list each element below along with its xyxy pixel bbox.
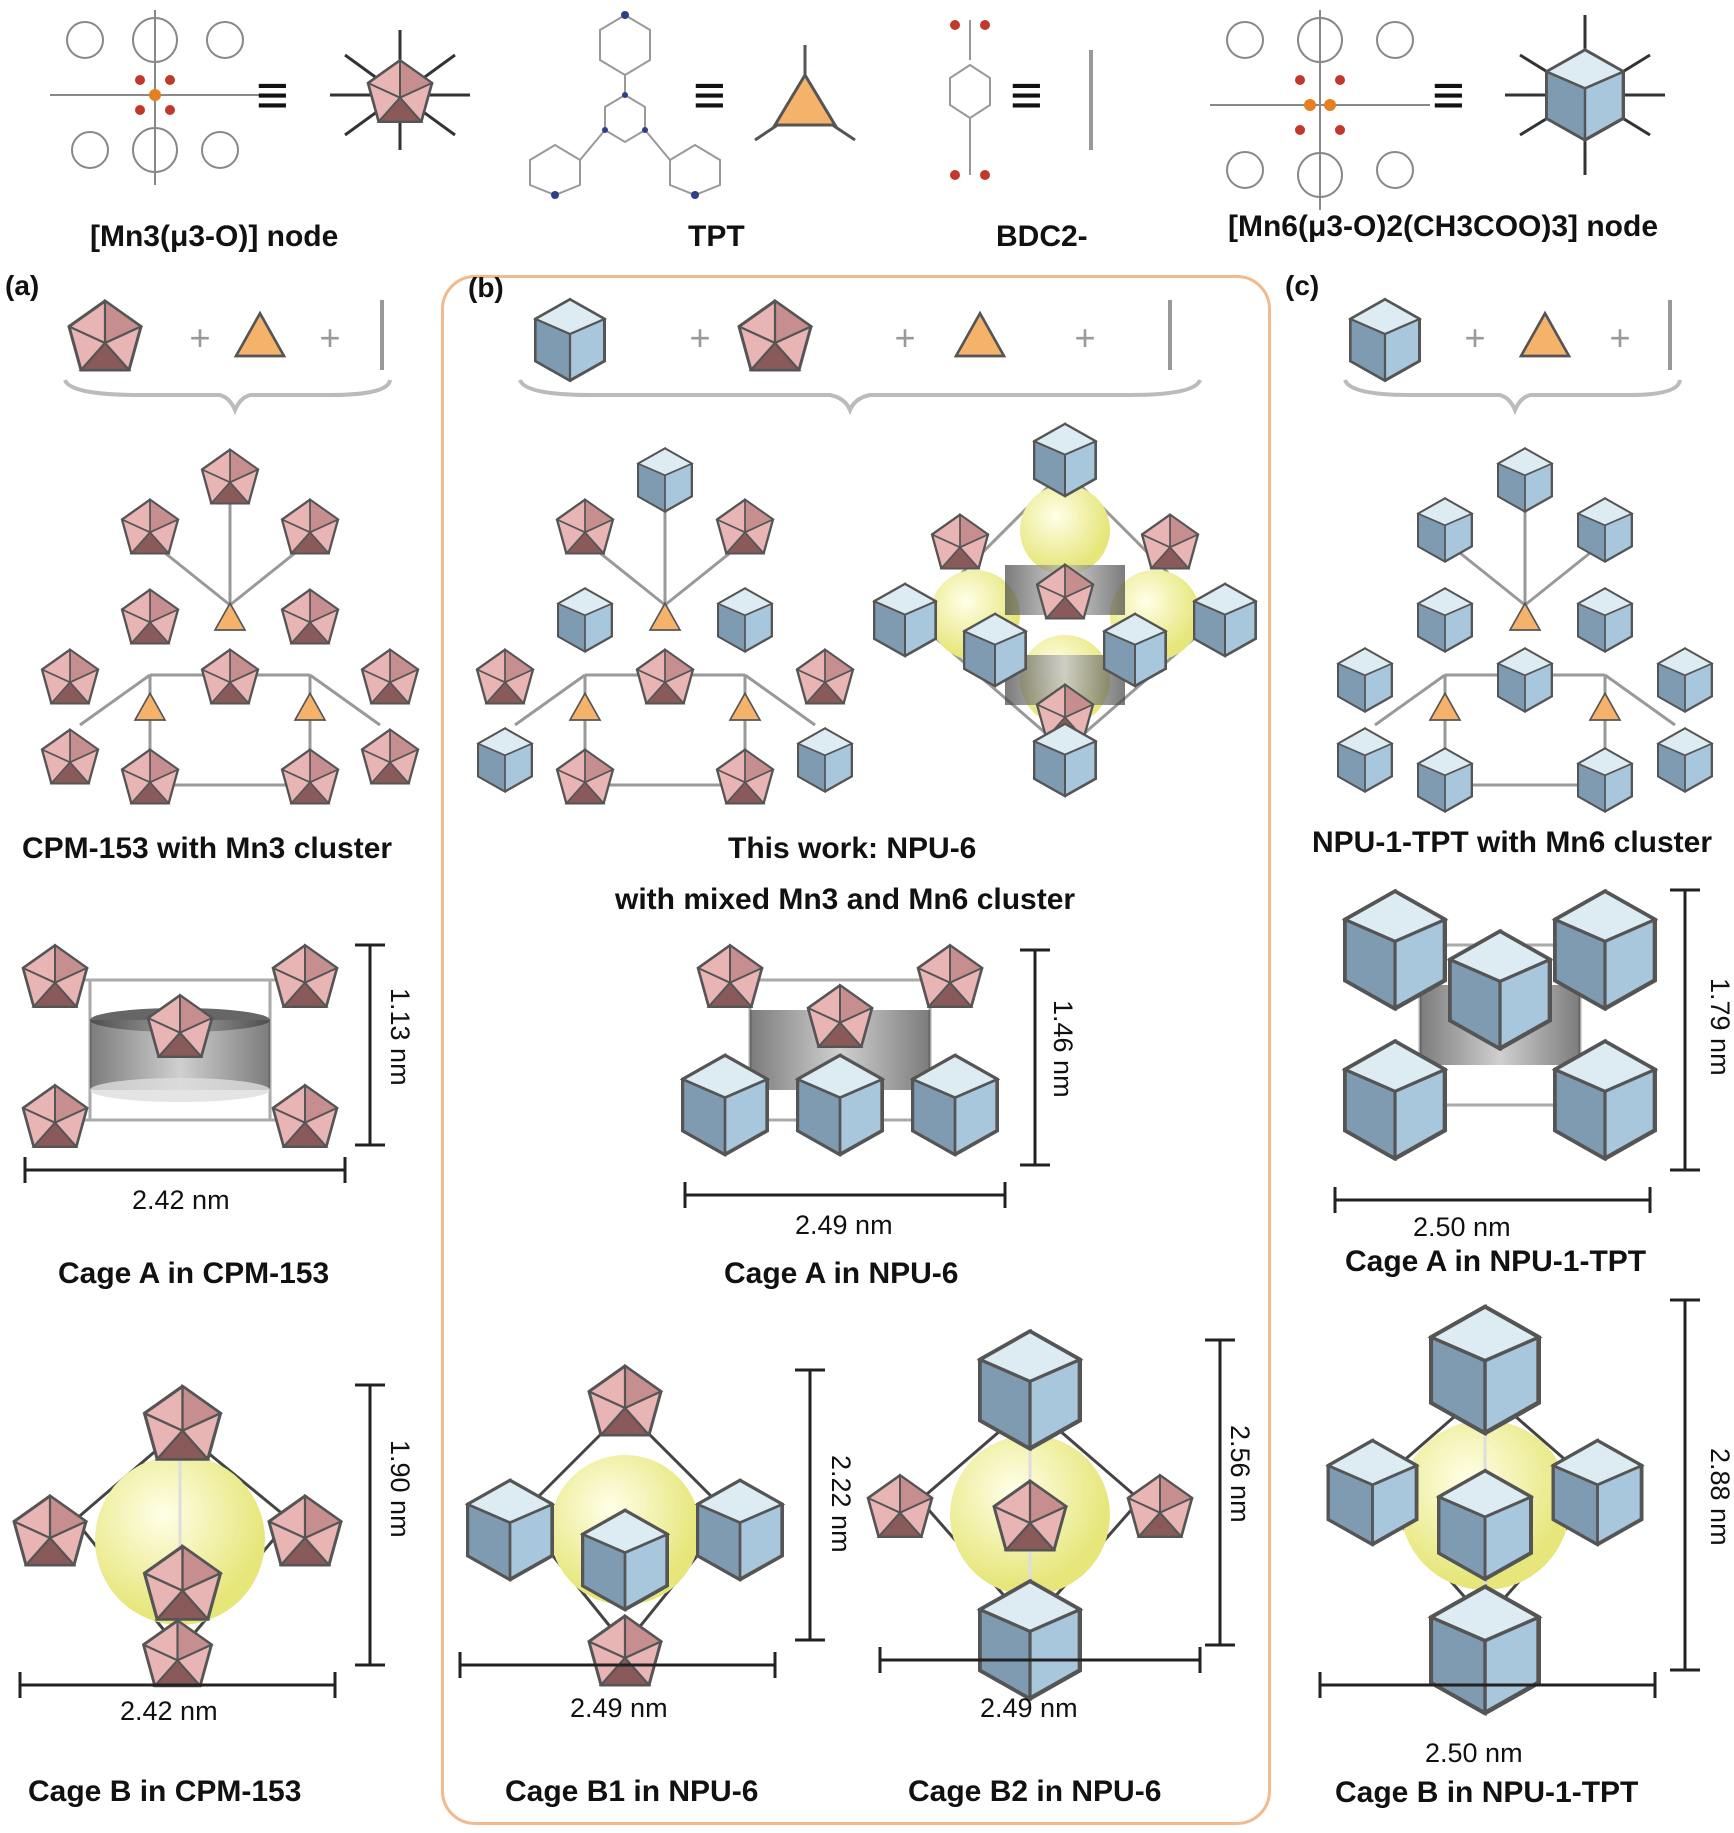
cpm153-cage-a-height: 1.13 nm bbox=[385, 988, 415, 1086]
npu6-framework bbox=[475, 447, 855, 805]
npu6-cage-b1-dims bbox=[458, 1368, 825, 1678]
tpt-structure bbox=[529, 11, 721, 199]
equiv-symbol-1: ≡ bbox=[256, 63, 289, 126]
npu6-cage-a-caption: Cage A in NPU-6 bbox=[724, 1257, 959, 1290]
svg-text:+: + bbox=[1464, 317, 1485, 358]
npu6-cage-b2-width: 2.49 nm bbox=[980, 1693, 1078, 1723]
panel-c-components: + + bbox=[1343, 298, 1682, 416]
npu6-cage-b2-caption: Cage B2 in NPU-6 bbox=[908, 1775, 1162, 1808]
cpm153-cage-a-dims bbox=[23, 943, 385, 1183]
cpm153-cage-b-dims bbox=[18, 1383, 385, 1698]
cpm153-cage-a-caption: Cage A in CPM-153 bbox=[58, 1257, 330, 1290]
cpm153-cage-b-height: 1.90 nm bbox=[385, 1440, 415, 1538]
npu6-cage-b1-width: 2.49 nm bbox=[570, 1693, 668, 1723]
mn3-node-polyhedron bbox=[330, 30, 470, 150]
svg-text:+: + bbox=[1074, 317, 1095, 358]
npu6-cage-b2 bbox=[866, 1325, 1194, 1705]
panel-b-letter: (b) bbox=[468, 272, 504, 303]
npu1-tpt-cage-a-height: 1.79 nm bbox=[1705, 978, 1734, 1076]
panel-a-letter: (a) bbox=[5, 270, 40, 301]
npu6-cage-b1-caption: Cage B1 in NPU-6 bbox=[505, 1775, 759, 1808]
cpm153-framework-caption: CPM-153 with Mn3 cluster bbox=[22, 832, 393, 865]
mn6-node-label: [Mn6(μ3-O)2(CH3COO)3] node bbox=[1228, 210, 1659, 243]
npu6-cage-a-height: 1.46 nm bbox=[1048, 1000, 1078, 1098]
npu1-tpt-framework bbox=[1336, 447, 1714, 813]
mn6-node-structure bbox=[1210, 10, 1430, 210]
svg-text:+: + bbox=[319, 317, 340, 358]
svg-text:+: + bbox=[689, 317, 710, 358]
cpm153-cage-a bbox=[21, 943, 339, 1148]
npu6-framework-caption-1: This work: NPU-6 bbox=[728, 832, 977, 865]
npu6-cage-b2-dims bbox=[878, 1338, 1235, 1673]
npu6-cage-b2-height: 2.56 nm bbox=[1225, 1425, 1255, 1523]
npu6-framework-3d bbox=[872, 422, 1257, 798]
svg-text:+: + bbox=[1609, 317, 1630, 358]
npu6-cage-b1 bbox=[466, 1364, 785, 1687]
npu1-tpt-cage-a bbox=[1330, 885, 1670, 1175]
panel-a-components: + + bbox=[63, 299, 392, 416]
npu1-tpt-cage-b-width: 2.50 nm bbox=[1425, 1738, 1523, 1768]
equiv-symbol-3: ≡ bbox=[1010, 63, 1043, 126]
equiv-symbol-2: ≡ bbox=[693, 63, 726, 126]
cpm153-cage-b-caption: Cage B in CPM-153 bbox=[28, 1775, 302, 1808]
npu1-tpt-cage-a-width: 2.50 nm bbox=[1413, 1212, 1511, 1242]
equiv-symbol-4: ≡ bbox=[1432, 63, 1465, 126]
npu6-cage-a-dims bbox=[683, 948, 1050, 1208]
npu1-tpt-cage-b-dims bbox=[1318, 1298, 1700, 1698]
mn6-node-polyhedron bbox=[1505, 15, 1665, 175]
npu1-tpt-cage-b-caption: Cage B in NPU-1-TPT bbox=[1335, 1776, 1639, 1809]
npu6-cage-b1-height: 2.22 nm bbox=[826, 1455, 856, 1553]
tpt-label: TPT bbox=[688, 220, 745, 253]
cpm153-cage-b-width: 2.42 nm bbox=[120, 1696, 218, 1726]
panel-b-components: + + + bbox=[518, 298, 1202, 416]
npu1-tpt-cage-b bbox=[1326, 1300, 1644, 1720]
npu6-framework-caption-2: with mixed Mn3 and Mn6 cluster bbox=[615, 883, 1076, 916]
npu1-tpt-cage-a-caption: Cage A in NPU-1-TPT bbox=[1345, 1245, 1647, 1278]
tpt-triangle bbox=[754, 45, 856, 142]
svg-text:+: + bbox=[894, 317, 915, 358]
cpm153-cage-a-width: 2.42 nm bbox=[132, 1185, 230, 1215]
cpm153-cage-b bbox=[12, 1384, 343, 1688]
npu6-cage-a bbox=[680, 943, 1000, 1157]
npu1-tpt-framework-caption: NPU-1-TPT with Mn6 cluster bbox=[1312, 826, 1713, 859]
svg-text:+: + bbox=[189, 317, 210, 358]
cpm153-framework bbox=[40, 448, 420, 805]
bdc-line bbox=[1089, 50, 1093, 150]
bdc-structure bbox=[949, 20, 991, 180]
npu1-tpt-cage-a-dims bbox=[1333, 888, 1700, 1213]
npu6-cage-a-width: 2.49 nm bbox=[795, 1210, 893, 1240]
mn3-node-structure bbox=[50, 10, 260, 185]
bdc-label: BDC2- bbox=[996, 220, 1088, 253]
npu1-tpt-cage-b-height: 2.88 nm bbox=[1705, 1448, 1734, 1546]
panel-b-frame bbox=[441, 275, 1271, 1825]
panel-c-letter: (c) bbox=[1285, 270, 1320, 301]
mn3-node-label: [Mn3(μ3-O)] node bbox=[90, 220, 339, 253]
